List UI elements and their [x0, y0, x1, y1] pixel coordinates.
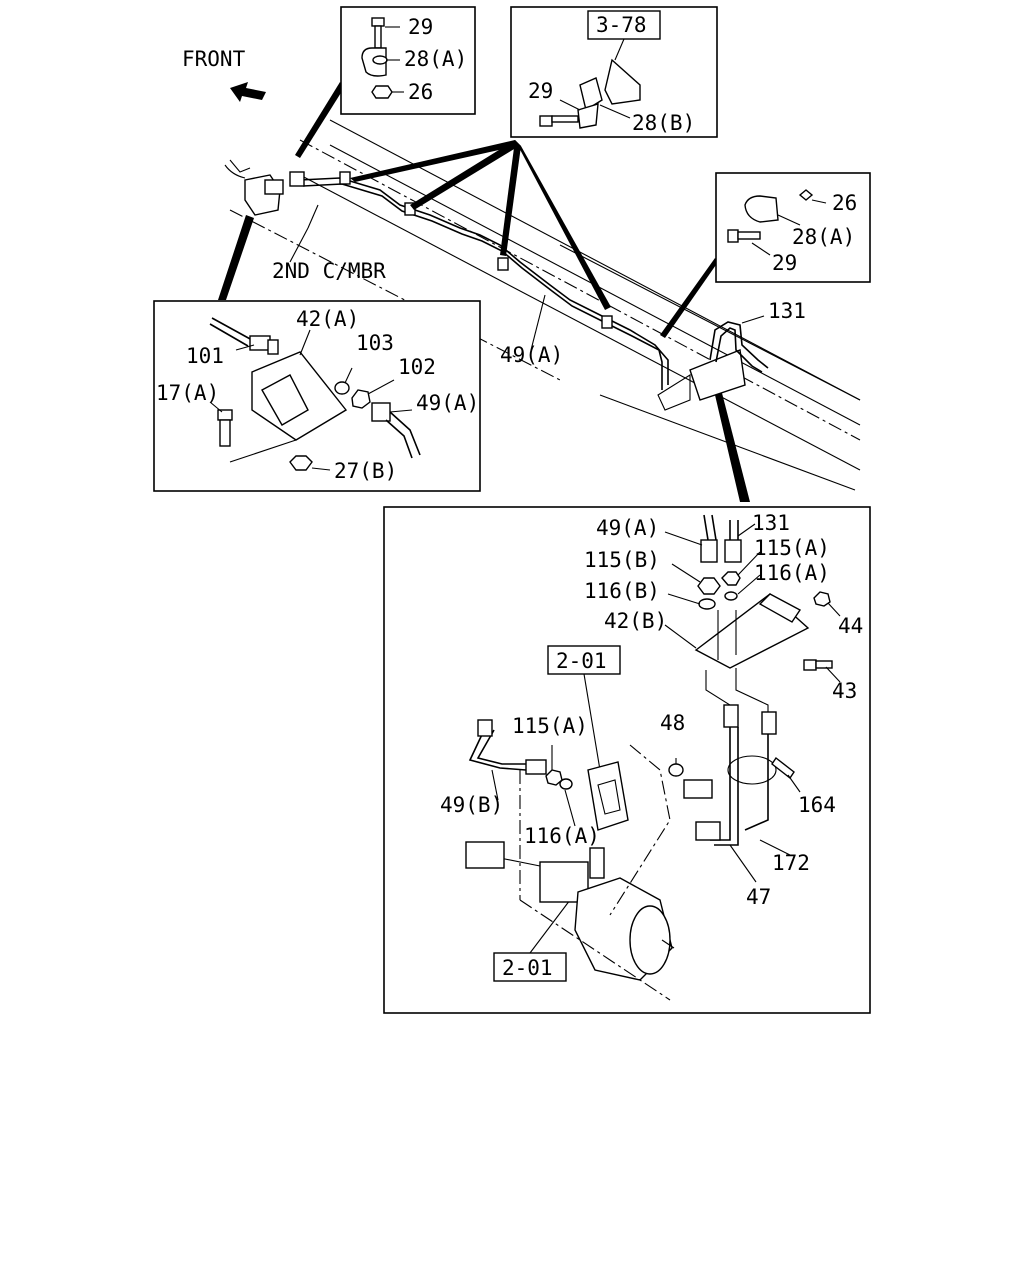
- pipe-131-detail-icon: [724, 520, 742, 563]
- label-42a: 42(A): [296, 307, 359, 331]
- front-label: FRONT: [182, 47, 246, 71]
- booster-mount-plate-icon: [587, 761, 629, 831]
- bolt-29-icon: [539, 115, 579, 127]
- label-29-mid: 29: [528, 79, 553, 103]
- label-103: 103: [356, 331, 394, 355]
- label-115a-top: 115(A): [754, 536, 830, 560]
- clip-28a-icon: [361, 47, 388, 77]
- label-43: 43: [832, 679, 857, 703]
- inset-clip-28b: [510, 6, 718, 138]
- washer-116b-icon: [698, 598, 716, 610]
- label-164: 164: [798, 793, 836, 817]
- pipe-49b-icon: [468, 719, 547, 775]
- label-47: 47: [746, 885, 771, 909]
- label-101: 101: [186, 344, 224, 368]
- bolt-43-icon: [803, 659, 833, 671]
- union-47-icon: [695, 821, 721, 841]
- label-49b: 49(B): [440, 793, 503, 817]
- label-102: 102: [398, 355, 436, 379]
- labels: FRONT 2ND C/MBR 29 28(A) 26 3-78 29 28(B…: [156, 13, 863, 980]
- nut-102-icon: [351, 389, 371, 409]
- front-bracket-assembly: [224, 159, 305, 216]
- washer-116a-icon: [724, 591, 738, 601]
- bolt-29-icon: [727, 229, 761, 243]
- ref-box-2-01-top: [547, 645, 621, 675]
- label-27b: 27(B): [334, 459, 397, 483]
- leader-wedges: [218, 82, 750, 502]
- label-28a-right: 28(A): [792, 225, 855, 249]
- inset-detail-booster: [383, 506, 871, 1014]
- pipe-49a-detail-icon: [700, 514, 718, 563]
- front-arrow-icon: [230, 82, 266, 102]
- ref-3-78: 3-78: [596, 13, 647, 37]
- label-115b: 115(B): [584, 548, 660, 572]
- inset-clip-28a-top: [340, 6, 476, 115]
- label-26-top: 26: [408, 80, 433, 104]
- label-116a-top: 116(A): [754, 561, 830, 585]
- nut-44-icon: [813, 591, 831, 607]
- label-172: 172: [772, 851, 810, 875]
- nut-115a-icon: [721, 571, 741, 586]
- nut-115b-icon: [697, 577, 721, 595]
- label-29-right: 29: [772, 251, 797, 275]
- member-label: 2ND C/MBR: [272, 259, 386, 283]
- clutch-booster-icon: [465, 841, 675, 981]
- rear-bracket-assembly: [657, 321, 769, 411]
- label-17a: 17(A): [156, 381, 219, 405]
- label-28b: 28(B): [632, 111, 695, 135]
- ref-box-3-78: [587, 10, 661, 40]
- label-29-top: 29: [408, 15, 433, 39]
- label-115a-mid: 115(A): [512, 714, 588, 738]
- label-49a-left: 49(A): [416, 391, 479, 415]
- bracket-42b-icon: [694, 593, 810, 669]
- hose-101-icon: [209, 317, 279, 355]
- label-49a-main: 49(A): [500, 343, 563, 367]
- brake-pipe-49a: [299, 177, 669, 385]
- label-44: 44: [838, 614, 863, 638]
- label-26-right: 26: [832, 191, 857, 215]
- label-49a-detail: 49(A): [596, 516, 659, 540]
- bolt-17a-icon: [217, 409, 233, 447]
- pipes-to-booster: [705, 668, 795, 846]
- label-116a-mid: 116(A): [524, 824, 600, 848]
- label-42b: 42(B): [604, 609, 667, 633]
- label-28a-top: 28(A): [404, 47, 467, 71]
- label-131-main: 131: [768, 299, 806, 323]
- label-131-detail: 131: [752, 511, 790, 535]
- clip-164-icon: [727, 755, 777, 785]
- ref-2-01-top: 2-01: [556, 649, 607, 673]
- label-116b: 116(B): [584, 579, 660, 603]
- nut-27b-icon: [289, 455, 313, 471]
- label-48: 48: [660, 711, 685, 735]
- washer-116a-mid-icon: [559, 778, 573, 790]
- inset-clip-28a-right: [715, 172, 871, 283]
- bracket-42a-icon: [251, 351, 348, 441]
- nut-26-icon: [371, 85, 393, 99]
- inset-bracket-42a: [153, 300, 481, 492]
- ref-2-01-bottom: 2-01: [502, 956, 553, 980]
- washer-103-icon: [334, 381, 350, 395]
